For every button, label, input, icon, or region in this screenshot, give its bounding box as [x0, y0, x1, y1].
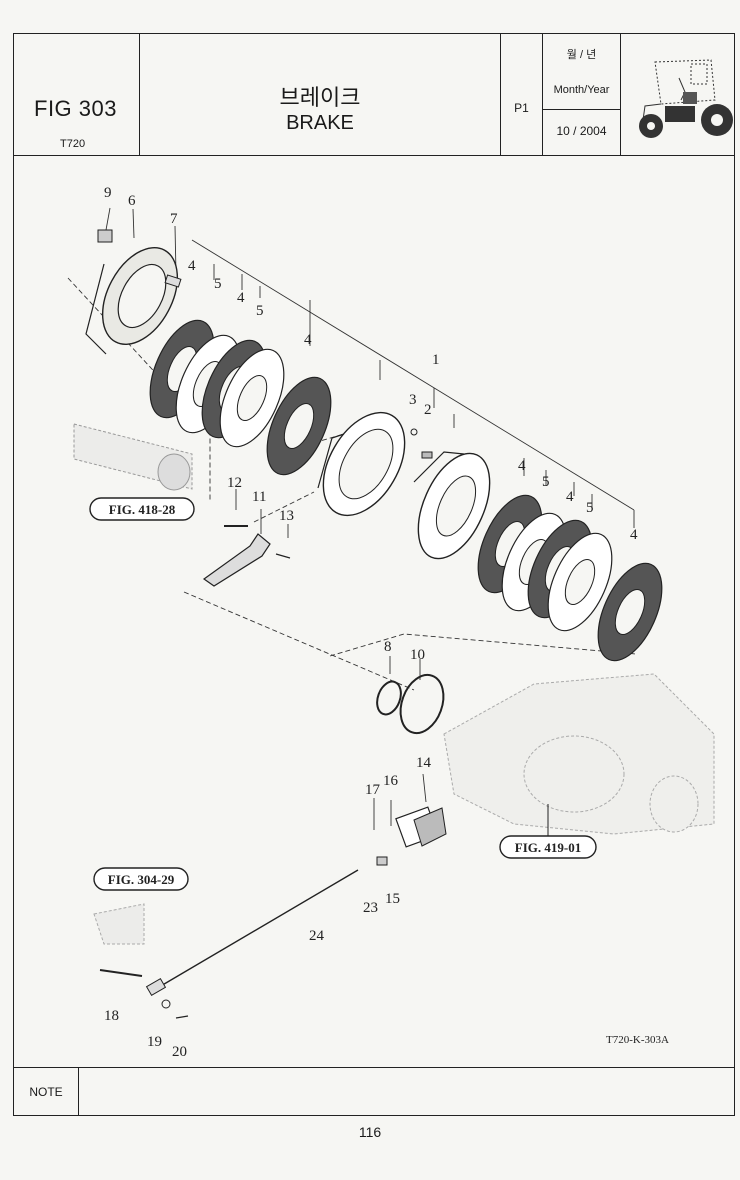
callout-10: 10 — [410, 647, 425, 663]
snap-rings — [376, 673, 445, 735]
page-code: P1 — [514, 101, 529, 115]
callout-23: 23 — [363, 900, 378, 916]
callout-16: 16 — [383, 773, 399, 789]
page-number: 116 — [358, 1124, 382, 1140]
fig-number: FIG 303 — [34, 96, 117, 121]
date-value: 10 / 2004 — [556, 124, 607, 138]
tractor-icon-cell — [621, 34, 734, 155]
part-callouts: 9 6 7 4 5 4 5 4 1 3 2 4 5 4 5 4 12 11 13… — [104, 185, 638, 1060]
callout-4-c: 4 — [304, 332, 312, 348]
callout-4-e: 4 — [566, 489, 574, 505]
callout-20: 20 — [172, 1044, 187, 1060]
callout-7: 7 — [170, 211, 178, 227]
brake-actuator-plate — [317, 411, 491, 560]
friction-disc-stack-left — [149, 319, 332, 476]
page-frame: FIG 303 T720 브레이크 BRAKE P1 월 / 년 Month/Y… — [13, 33, 735, 1116]
title-cell: 브레이크 BRAKE — [140, 34, 501, 155]
callout-4-a: 4 — [188, 258, 196, 274]
callout-2: 2 — [424, 402, 432, 418]
callout-3: 3 — [409, 392, 417, 408]
exploded-view-diagram: 9 6 7 4 5 4 5 4 1 3 2 4 5 4 5 4 12 11 13… — [67, 185, 715, 1060]
lever-ghost — [93, 903, 145, 945]
callout-17: 17 — [365, 782, 381, 798]
callout-5-b: 5 — [256, 303, 264, 319]
note-label: NOTE — [14, 1068, 79, 1115]
callout-4-d: 4 — [518, 458, 526, 474]
callout-13: 13 — [279, 508, 294, 524]
callout-5-d: 5 — [586, 500, 594, 516]
callout-12: 12 — [227, 475, 242, 491]
fig-cell: FIG 303 T720 — [14, 34, 140, 155]
header-block: FIG 303 T720 브레이크 BRAKE P1 월 / 년 Month/Y… — [14, 34, 734, 156]
actuating-lever — [202, 525, 291, 587]
date-cell: 월 / 년 Month/Year 10 / 2004 — [543, 34, 621, 155]
callout-1: 1 — [432, 352, 440, 368]
callout-4-f: 4 — [630, 527, 638, 543]
shaft-ghost — [73, 423, 193, 491]
callout-18: 18 — [104, 1008, 119, 1024]
brake-housing — [85, 229, 182, 355]
date-label-korean: 월 / 년 — [566, 49, 597, 61]
figure-references: FIG. 418-28 FIG. 419-01 FIG. 304-29 — [89, 497, 597, 891]
title-korean: 브레이크 — [279, 85, 361, 110]
ref-fig-419-01: FIG. 419-01 — [515, 840, 581, 855]
friction-disc-stack-right — [477, 494, 663, 662]
callout-15: 15 — [385, 891, 400, 907]
callout-11: 11 — [252, 489, 266, 505]
ref-fig-304-29: FIG. 304-29 — [108, 872, 175, 887]
callout-8: 8 — [384, 639, 392, 655]
callout-19: 19 — [147, 1034, 162, 1050]
model-code: T720 — [60, 138, 86, 150]
note-row: NOTE — [14, 1067, 734, 1115]
callout-6: 6 — [128, 193, 136, 209]
drawing-number: T720-K-303A — [606, 1034, 669, 1046]
callout-5-c: 5 — [542, 474, 550, 490]
date-divider — [543, 109, 620, 110]
callout-5-a: 5 — [214, 276, 222, 292]
axle-housing-ghost — [443, 673, 715, 835]
tractor-icon — [639, 59, 733, 138]
page-code-cell: P1 — [501, 34, 543, 155]
callout-14: 14 — [416, 755, 432, 771]
callout-9: 9 — [104, 185, 112, 201]
callout-4-b: 4 — [237, 290, 245, 306]
title-english: BRAKE — [286, 112, 354, 134]
brake-boot-and-cable — [99, 806, 447, 1019]
callout-24: 24 — [309, 928, 325, 944]
ref-fig-418-28: FIG. 418-28 — [109, 502, 176, 517]
date-label-english: Month/Year — [553, 84, 610, 96]
leader-lines — [105, 207, 635, 830]
